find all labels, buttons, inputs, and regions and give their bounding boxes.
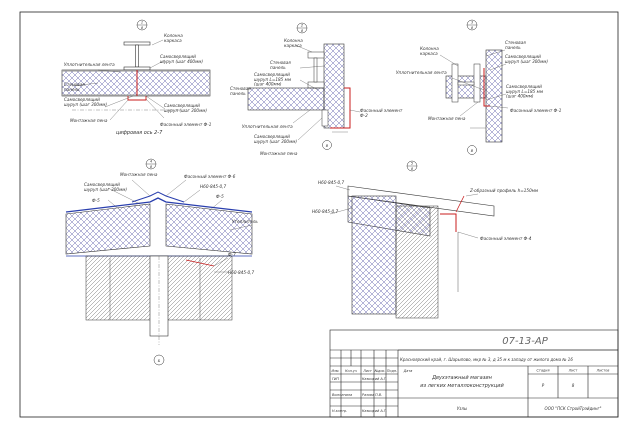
sheets-header: Листов [596,369,610,373]
d2-sealing-tape: Уплотнительная лента [242,124,293,129]
d3-foam: Монтажная пена [428,116,466,121]
stage-header: Стадия [536,369,549,373]
roof-panel-left [65,203,151,255]
d1-foam: Монтажная пена [70,118,108,123]
object-line-2: из легких металлоконструкций [420,383,504,389]
name-1: Казицкий А.Г. [362,377,387,381]
marker-4-bottom: 8 [150,165,153,169]
drawing-code: 07-13-АР [502,336,549,347]
wall-panel [61,69,211,97]
d2-bubble: В [326,144,329,148]
col-header-4: №док. [373,369,385,373]
d4-f5b: Ф-5 [216,194,224,199]
marker-3-bottom: 8 [471,26,474,30]
d2-foam: Монтажная пена [260,151,298,156]
d4-insulation: Утеплитель [232,219,258,224]
sheet-title: Узлы [457,406,467,411]
d5-profile-b: Н60-845-0,7 [312,209,338,214]
project-address: Красноярский край, г. Шарыпово, мкр № 3,… [400,357,573,362]
role-1: ГИП [332,377,339,381]
d1-axis: цифровая ось 2-7 [116,130,163,136]
roof-panel-right [165,203,253,255]
detail-5: 5 8 Н60-845-0,7 Н60-845-0,7 Z-образный п… [312,160,538,319]
d5-element: Фасонный элемент Ф-4 [480,236,532,241]
d1-sealing-tape: Уплотнительная лента [64,62,115,67]
d3-bubble: В [471,149,474,153]
marker-1-bottom: 8 [141,26,144,30]
d4-bubble: Б [158,359,161,363]
marker-4-top: 4 [150,160,153,164]
d5-zprofile: Z-образный профиль h=150мм [469,188,538,193]
d4-profile: Н60-845-0,7 [200,184,226,189]
d4-f7: Ф-7 [228,252,236,257]
col-header-1: Изм. [332,369,340,373]
marker-2-bottom: 8 [301,29,304,33]
col-header-5: Подп. [387,369,397,373]
marker-3-top: 3 [471,21,474,25]
wall-panel-horizontal [247,87,325,111]
drawing-frame [19,11,619,418]
marker-5-bottom: 8 [411,167,414,171]
col-header-3: Лист [362,369,373,373]
stage-value: Р [542,383,545,388]
role-3: Н.контр. [332,409,347,413]
title-block [329,329,619,418]
marker-2-top: 2 [301,24,304,28]
marker-1-top: 1 [141,21,143,25]
d4-element: Фасонный элемент Ф-6 [184,174,236,179]
sheet-value: 8 [572,383,575,388]
wall-panel-vertical [351,195,397,315]
name-2: Разова П.В. [362,393,382,397]
name-3: Казицкий А.Г. [362,409,387,413]
d4-profile-2: Н60-845-0,7 [228,270,254,275]
col-header-2: Кол.уч [345,369,357,373]
d4-foam: Монтажная пена [120,172,158,177]
d4-f5: Ф-5 [92,198,100,203]
d1-element: Фасонный элемент Ф-1 [160,122,212,127]
sheet-header: Лист [568,369,579,373]
object-line-1: Двухэтажный магазин [431,375,492,381]
role-2: Выполнила [332,393,352,397]
d5-profile-a: Н60-845-0,7 [318,180,344,185]
d3-sealing-tape: Уплотнительная лента [396,70,447,75]
marker-5-top: 5 [411,162,414,166]
col-header-6: Дата [403,369,413,373]
d3-element: Фасонный элемент Ф-1 [510,108,562,113]
company-name: ООО "ПСК СтройТрэйдинг" [545,406,602,411]
